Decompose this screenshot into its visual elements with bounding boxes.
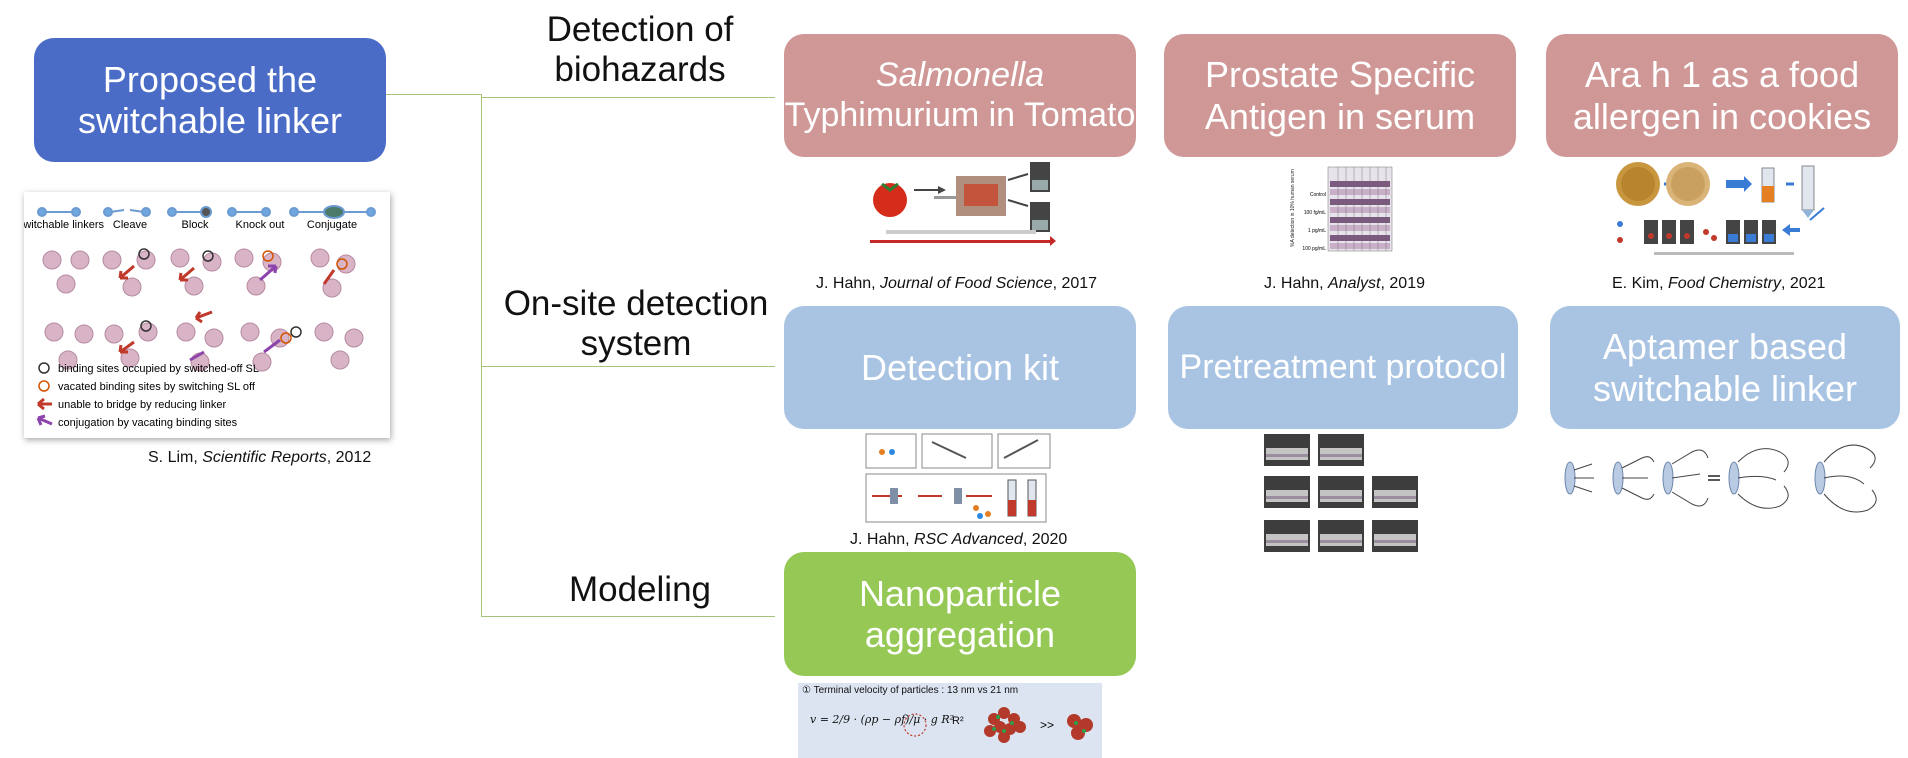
citation-ara-year: , 2021: [1780, 275, 1826, 292]
psa-row-control: Control: [1310, 192, 1326, 198]
box-detection-kit: Detection kit: [784, 306, 1136, 429]
aggregation-svg: >>: [903, 707, 1093, 743]
header-cleave: Cleave: [113, 219, 147, 231]
root-citation-author: S. Lim,: [148, 449, 203, 466]
nanoparticle-line2: aggregation: [864, 614, 1056, 655]
switchable-linker-schematic: Switchable linkers Cleave Block Knock ou…: [16, 205, 376, 429]
aptamer-svg: [1564, 444, 1877, 513]
legend-unable: unable to bridge by reducing linker: [58, 399, 227, 411]
citation-psa-year: , 2019: [1380, 275, 1425, 292]
figure-pretreatment: [1264, 434, 1424, 554]
psa-row-100fg: 100 fg/mL: [1304, 210, 1326, 216]
root-citation-year: , 2012: [326, 449, 372, 466]
header-block: Block: [182, 219, 209, 231]
box-psa: Prostate Specific Antigen in serum: [1164, 34, 1516, 157]
legend-occupied-icon: [38, 362, 50, 374]
citation-kit-year: , 2020: [1022, 531, 1068, 548]
citation-ara-author: E. Kim,: [1612, 275, 1669, 292]
header-knockout: Knock out: [236, 219, 285, 231]
detection-kit-line1: Detection kit: [860, 346, 1060, 388]
psa-line1: Prostate Specific: [1204, 54, 1476, 96]
legend-vacated: vacated binding sites by switching SL of…: [58, 381, 256, 393]
root-box-switchable-linker: Proposed the switchable linker: [34, 38, 386, 162]
legend-conjugation: conjugation by vacating binding sites: [58, 417, 238, 429]
citation-ara-h1: E. Kim, Food Chemistry, 2021: [1612, 275, 1825, 293]
ara-figure-svg: [1616, 162, 1825, 255]
formula-title: ① Terminal velocity of particles : 13 nm…: [802, 685, 1019, 696]
legend-occupied: binding sites occupied by switched-off S…: [58, 363, 259, 375]
label-onsite-detection: On-site detection system: [490, 284, 782, 365]
box-ara-h1: Ara h 1 as a food allergen in cookies: [1546, 34, 1898, 157]
citation-salmonella-author: J. Hahn,: [816, 275, 881, 292]
legend-vacated-icon: [38, 380, 50, 392]
psa-ylabel: %A detection in 10% human serum: [1290, 169, 1296, 247]
pretreatment-line1: Pretreatment protocol: [1179, 347, 1507, 386]
label-modeling: Modeling: [540, 570, 740, 610]
connector-root-to-spine: [386, 94, 482, 95]
aptamer-line2: switchable linker: [1592, 367, 1858, 409]
box-pretreatment: Pretreatment protocol: [1168, 306, 1518, 429]
figure-psa: %A detection in 10% human serum Control …: [1286, 163, 1394, 255]
aptamer-line1: Aptamer based: [1602, 326, 1848, 368]
box-nanoparticle: Nanoparticle aggregation: [784, 552, 1136, 676]
label-detection-of-biohazards: Detection of biohazards: [530, 10, 750, 91]
header-conjugate: Conjugate: [307, 219, 357, 231]
citation-kit-author: J. Hahn,: [850, 531, 915, 548]
psa-row-100pg: 100 pg/mL: [1302, 246, 1326, 252]
r2-label: R²: [952, 715, 964, 727]
pretreatment-svg: [1264, 434, 1418, 552]
salmonella-line1: Salmonella: [875, 56, 1045, 95]
label-biohazards-line1: Detection of: [546, 10, 734, 49]
root-citation: S. Lim, Scientific Reports, 2012: [148, 449, 371, 467]
root-figure-panel: Switchable linkers Cleave Block Knock ou…: [16, 192, 390, 438]
legend-purple-arrow-icon: [36, 414, 53, 426]
citation-salmonella: J. Hahn, Journal of Food Science, 2017: [816, 275, 1097, 293]
root-citation-journal: Scientific Reports: [202, 449, 327, 466]
box-salmonella: Salmonella Typhimurium in Tomato: [784, 34, 1136, 157]
citation-salmonella-year: , 2017: [1052, 275, 1098, 292]
ara-line2: allergen in cookies: [1572, 95, 1872, 137]
citation-psa-journal: Analyst: [1328, 275, 1381, 292]
root-title-line1: Proposed the: [102, 58, 318, 100]
header-switchable: Switchable linkers: [24, 219, 105, 231]
psa-figure-svg: %A detection in 10% human serum Control …: [1290, 166, 1393, 252]
legend-red-arrow-icon: [37, 397, 52, 411]
citation-psa: J. Hahn, Analyst, 2019: [1264, 275, 1425, 293]
figure-aptamer: [1558, 434, 1888, 520]
formula: v = 2/9 · (ρp − ρf)/μ · g R²: [810, 713, 955, 726]
connector-to-row3: [481, 616, 775, 617]
figure-detection-kit: [862, 430, 1054, 526]
detection-kit-svg: [865, 433, 1051, 523]
label-onsite-line2: system: [580, 324, 692, 364]
citation-psa-author: J. Hahn,: [1264, 275, 1329, 292]
salmonella-line2: Typhimurium in Tomato: [784, 95, 1136, 134]
citation-salmonella-journal: Journal of Food Science: [880, 275, 1053, 292]
label-onsite-line1: On-site detection: [503, 284, 769, 323]
nanoparticle-line1: Nanoparticle: [858, 572, 1062, 614]
label-modeling-text: Modeling: [568, 570, 712, 609]
psa-row-1pg: 1 pg/mL: [1308, 228, 1326, 234]
r2-highlight-ring: [903, 713, 927, 737]
box-aptamer: Aptamer based switchable linker: [1550, 306, 1900, 429]
psa-line2: Antigen in serum: [1204, 95, 1476, 137]
connector-to-row2: [481, 366, 775, 367]
figure-tomato: [866, 160, 1056, 254]
connector-spine: [481, 94, 482, 617]
citation-ara-journal: Food Chemistry: [1668, 275, 1781, 292]
citation-detection-kit: J. Hahn, RSC Advanced, 2020: [850, 531, 1067, 549]
citation-kit-journal: RSC Advanced: [914, 531, 1023, 548]
tomato-figure-svg: [870, 162, 1056, 246]
figure-ara-h1: [1614, 160, 1836, 260]
figure-terminal-velocity: ① Terminal velocity of particles : 13 nm…: [798, 683, 1102, 758]
root-title-line2: switchable linker: [77, 100, 343, 141]
compare-symbol: >>: [1040, 718, 1054, 732]
connector-to-row1: [481, 97, 775, 98]
label-biohazards-line2: biohazards: [554, 50, 726, 90]
ara-line1: Ara h 1 as a food: [1584, 54, 1860, 96]
